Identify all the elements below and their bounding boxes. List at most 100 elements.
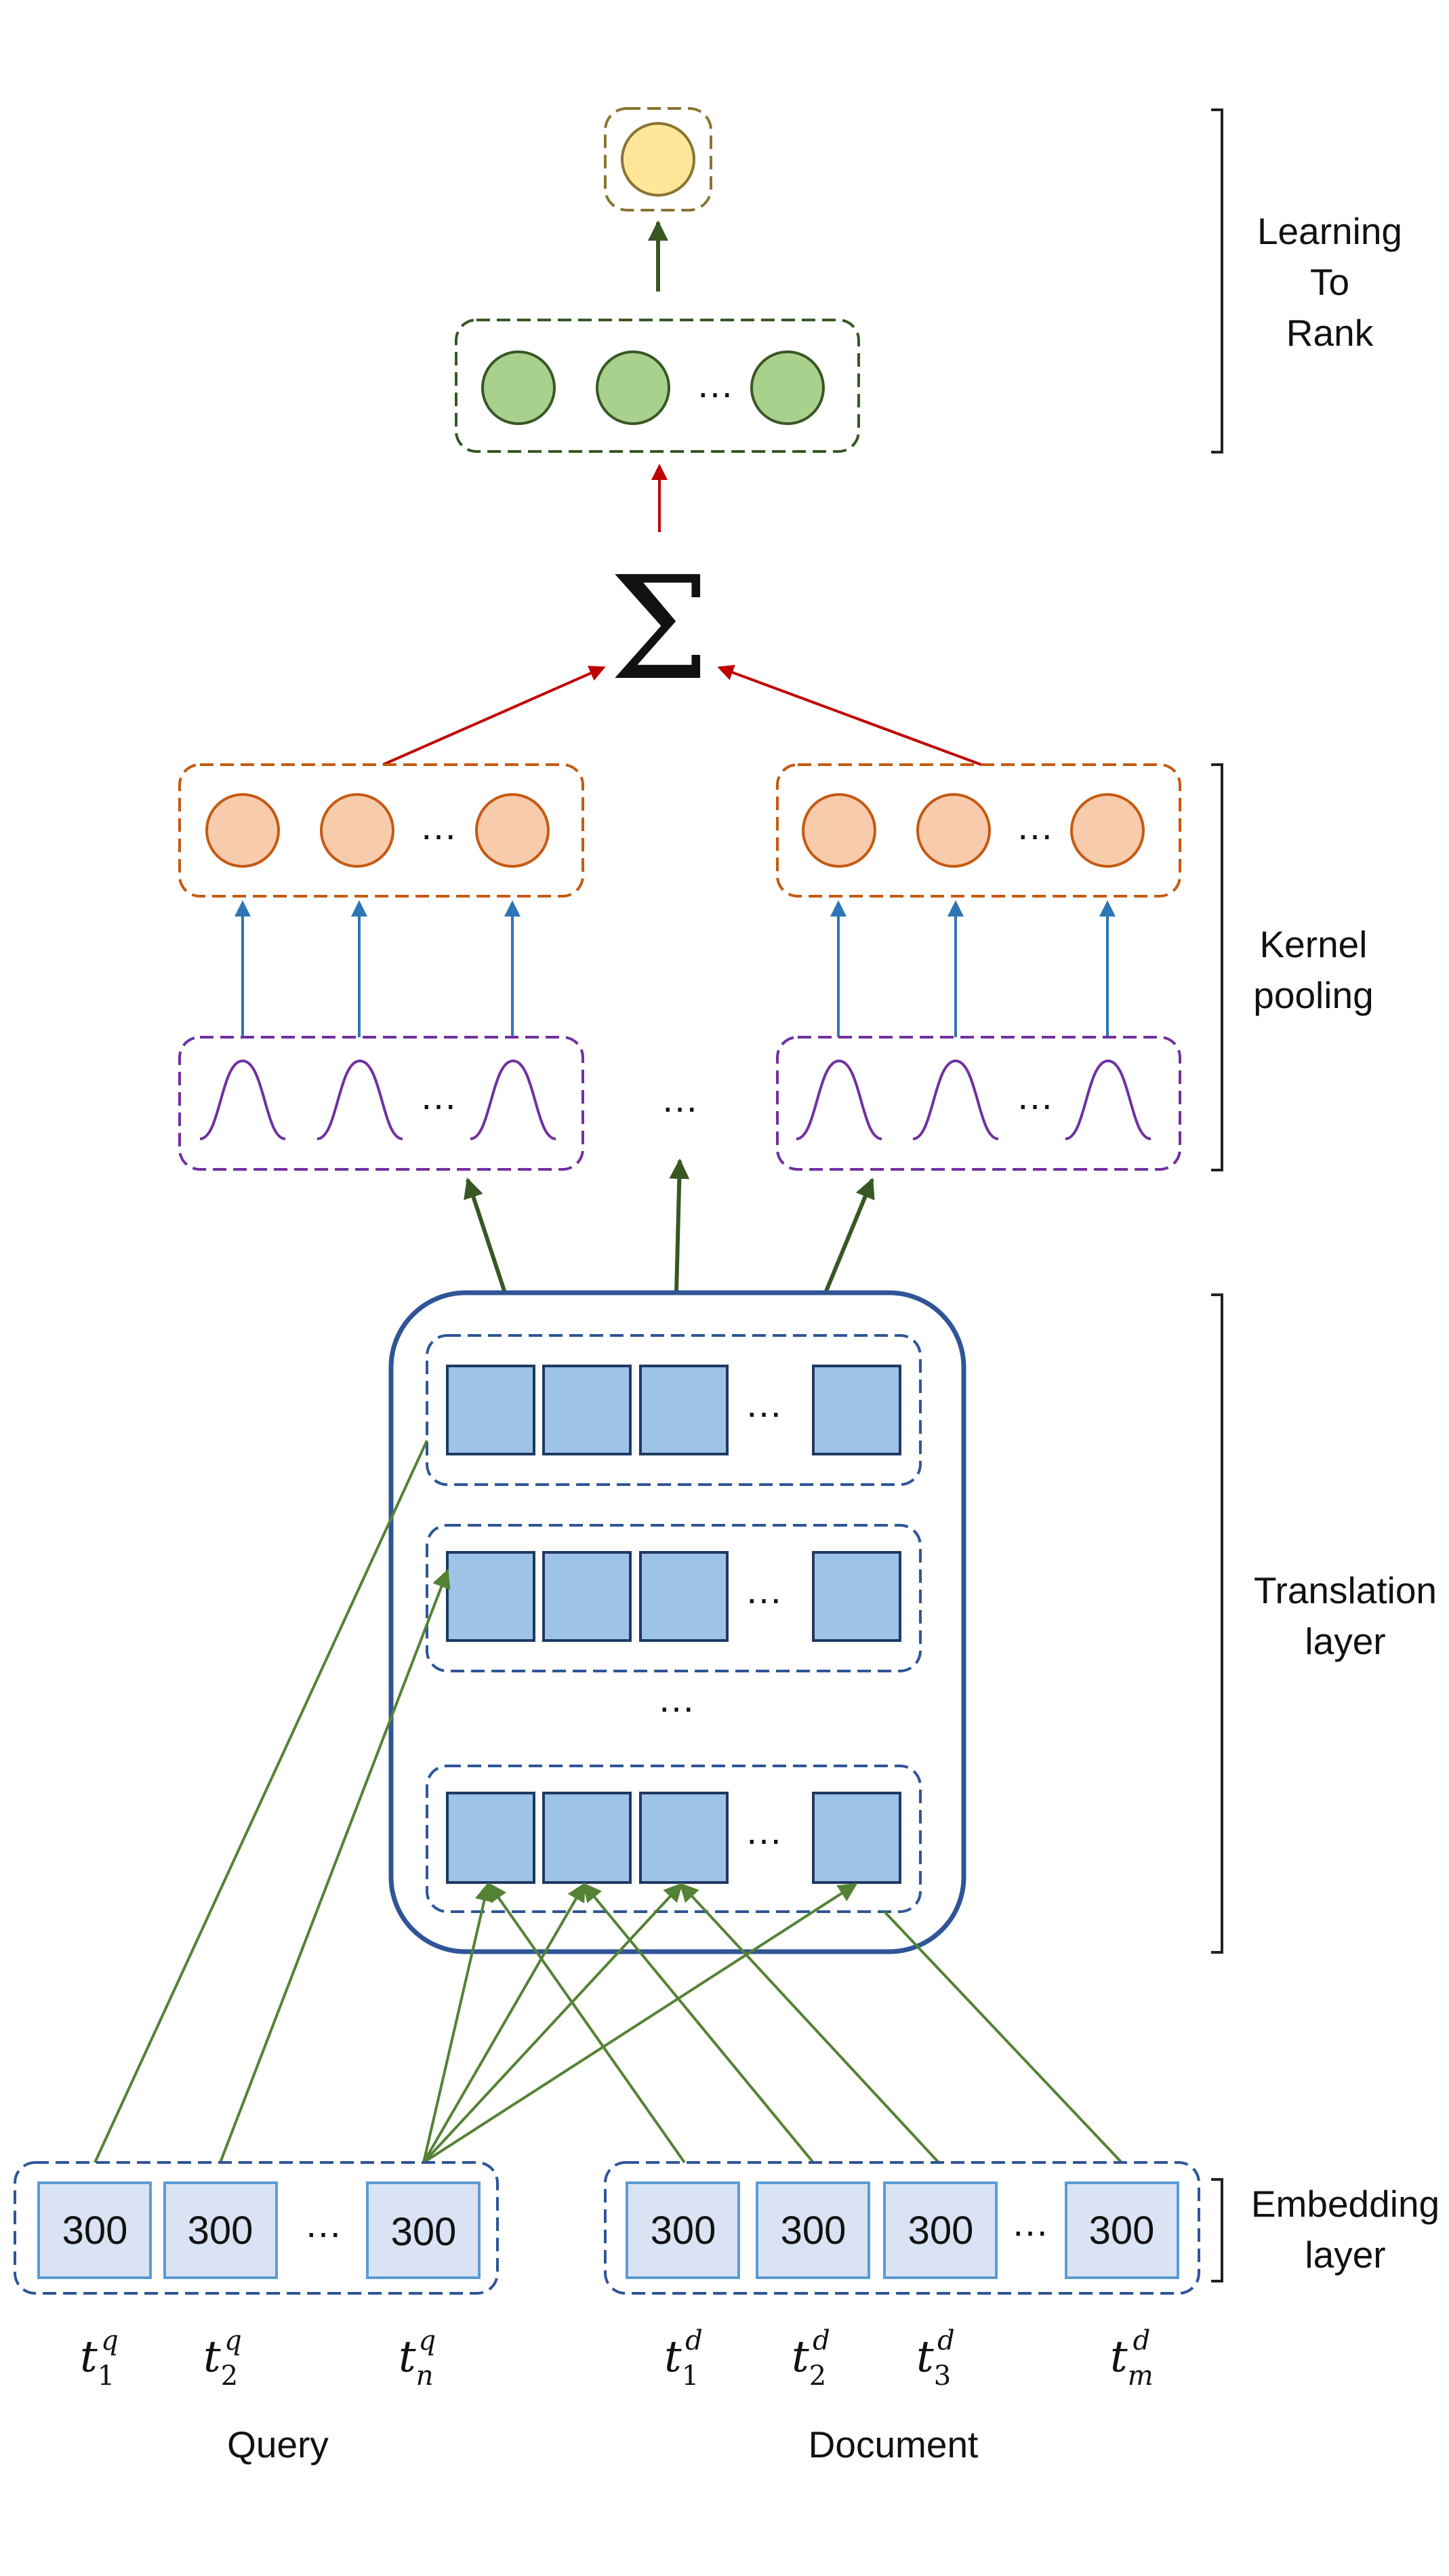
kernel-groups-ellipsis: …	[661, 1077, 699, 1120]
pool-node	[475, 793, 550, 868]
translation-row-box	[426, 1765, 922, 1913]
hidden-ellipsis: …	[696, 363, 734, 405]
cell-ellipsis: …	[745, 1382, 783, 1425]
similarity-cell	[639, 1365, 729, 1455]
embedding-vector	[626, 2181, 740, 2279]
query-label: Query	[227, 2423, 329, 2466]
pool-node	[916, 793, 991, 868]
pooled-box-left	[178, 763, 584, 898]
pooled-box-right	[776, 763, 1181, 898]
query-term-label: tnq	[399, 2325, 436, 2392]
query-term-labels: t1q t2q tnq	[80, 2325, 436, 2392]
translation-to-kernel-arrows	[464, 1159, 875, 1294]
translation-row-box	[426, 1524, 922, 1672]
kernel-ellipsis: …	[420, 1074, 457, 1117]
document-label: Document	[809, 2423, 979, 2466]
query-to-cell-arrow	[422, 1882, 586, 2164]
translation-row: …	[426, 1334, 922, 1486]
embedding-vector	[1065, 2181, 1179, 2279]
label-rank: Rank	[1286, 312, 1374, 354]
label-translation-layer: layer	[1305, 1620, 1385, 1662]
embedding-dim-label: 300	[1089, 2209, 1155, 2253]
label-learning: Learning	[1257, 210, 1402, 252]
bracket-learning-to-rank	[1211, 108, 1223, 454]
cell-ellipsis: …	[745, 1569, 783, 1611]
query-to-cell-arrow	[422, 1882, 494, 2163]
similarity-cell	[812, 1551, 901, 1642]
bracket-embedding-layer	[1211, 2178, 1223, 2282]
label-embedding: Embedding	[1251, 2183, 1440, 2225]
translation-row: …	[426, 1524, 922, 1672]
label-to: To	[1310, 261, 1349, 303]
pooled-features-right: …	[776, 763, 1181, 898]
right-pool-to-sum-arrow	[717, 664, 982, 766]
label-kernel: Kernel	[1260, 923, 1368, 965]
kernels-left: …	[178, 1036, 584, 1171]
embedding-dim-label: 300	[908, 2209, 974, 2253]
similarity-cell	[446, 1551, 535, 1642]
sum-symbol: Σ	[609, 546, 710, 712]
hidden-layer-group: …	[455, 319, 860, 453]
translation-to-kernel-arrow	[823, 1178, 875, 1294]
gaussian-kernel-icon	[796, 1059, 882, 1140]
gaussian-kernel-icon	[317, 1059, 403, 1140]
similarity-cell	[812, 1792, 901, 1884]
document-embeddings: 300 300 300 … 300	[604, 2161, 1200, 2295]
kernels-right: …	[776, 1036, 1181, 1171]
cell-ellipsis: …	[745, 1809, 783, 1852]
doc-to-cell-arrow	[582, 1882, 815, 2164]
label-translation: Translation	[1254, 1569, 1437, 1611]
hidden-node	[481, 350, 556, 425]
translation-to-kernel-arrow	[464, 1178, 507, 1293]
pool-ellipsis: …	[420, 805, 457, 847]
translation-row-box	[426, 1334, 922, 1486]
label-pooling: pooling	[1253, 974, 1373, 1016]
query-to-cell-arrow	[422, 1883, 858, 2164]
query-to-row-arrow	[219, 1569, 451, 2163]
embedding-dim-label: 300	[651, 2209, 716, 2253]
embedding-vector	[883, 2181, 998, 2279]
document-embedding-ellipsis: …	[1011, 2201, 1049, 2244]
gaussian-kernel-icon	[199, 1059, 286, 1140]
pool-node	[205, 793, 280, 868]
doc-to-row-arrow	[883, 1910, 1123, 2164]
embedding-dim-label: 300	[781, 2209, 846, 2253]
doc-to-cell-arrow	[487, 1882, 686, 2164]
pooled-features-left: …	[178, 763, 584, 898]
similarity-cell	[542, 1792, 632, 1884]
kernel-box-right	[776, 1036, 1181, 1171]
kernel-box-left	[178, 1036, 584, 1171]
embedding-vector	[366, 2181, 481, 2279]
embedding-dim-label: 300	[188, 2209, 253, 2253]
embedding-dim-label: 300	[391, 2210, 457, 2254]
label-embedding-layer: layer	[1305, 2234, 1385, 2276]
document-term-label: t2d	[792, 2325, 830, 2392]
similarity-cell	[446, 1365, 535, 1455]
embedding-vector	[756, 2181, 870, 2279]
similarity-cell	[446, 1792, 535, 1884]
document-term-labels: t1d t2d t3d tmd	[664, 2325, 1154, 2392]
kernel-to-pool-arrows	[234, 900, 1116, 1037]
similarity-cell	[812, 1365, 901, 1455]
similarity-cell	[542, 1365, 632, 1455]
hidden-layer-box	[455, 319, 860, 453]
bracket-kernel-pooling	[1211, 763, 1223, 1171]
similarity-cell	[639, 1551, 729, 1642]
document-term-label: t3d	[916, 2325, 955, 2392]
pool-node	[320, 793, 394, 868]
output-box	[604, 107, 712, 212]
doc-to-cell-arrow	[679, 1883, 940, 2164]
document-embedding-box	[604, 2161, 1200, 2295]
document-term-label: tmd	[1110, 2325, 1154, 2392]
embedding-vector	[37, 2181, 152, 2279]
query-to-cell-arrow	[422, 1883, 683, 2164]
query-term-label: t2q	[203, 2325, 242, 2392]
similarity-cell	[542, 1551, 632, 1642]
gaussian-kernel-icon	[470, 1059, 556, 1140]
gaussian-kernel-icon	[912, 1059, 999, 1140]
pool-ellipsis: …	[1016, 805, 1054, 847]
query-term-label: t1q	[80, 2325, 119, 2392]
output-score-node	[621, 122, 695, 197]
translation-rows-ellipsis: …	[657, 1677, 695, 1720]
